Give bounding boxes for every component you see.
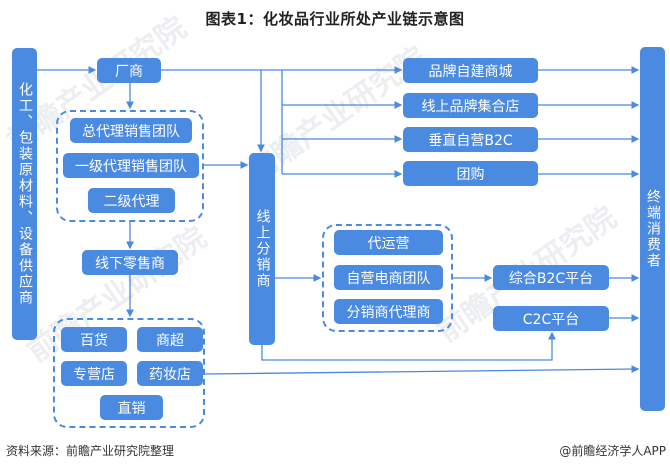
- node-general-agent: 总代理销售团队: [70, 118, 192, 143]
- group-ecommerce: [322, 224, 453, 332]
- credit-note: @前瞻经济学人APP: [559, 444, 666, 458]
- group-agents: [56, 110, 204, 222]
- node-consumer-label: 终端消费者: [645, 189, 661, 269]
- node-supermarket: 商超: [137, 327, 203, 352]
- group-offline-channels: [53, 318, 205, 428]
- node-brand-mall: 品牌自建商城: [403, 58, 538, 83]
- node-online-distributor: 线上分销商: [249, 153, 275, 345]
- node-vertical-b2c: 垂直自营B2C: [403, 127, 538, 152]
- node-self-ecommerce-team: 自营电商团队: [334, 265, 443, 290]
- arrow-offline-consumer: [204, 365, 640, 375]
- arrow-distributor-c2c: [261, 331, 556, 361]
- node-supplier: 化工、包装原材料、设备供应商: [12, 48, 37, 340]
- node-online-distributor-label: 线上分销商: [254, 209, 271, 289]
- node-brand-collection-store: 线上品牌集合店: [403, 93, 538, 118]
- node-manufacturer: 厂商: [97, 58, 161, 83]
- node-department-store: 百货: [61, 327, 127, 352]
- node-distributor-agent: 分销商代理商: [334, 299, 443, 324]
- node-drugstore: 药妆店: [137, 361, 203, 386]
- node-second-level-agent: 二级代理: [88, 188, 175, 213]
- node-b2c-platform: 综合B2C平台: [493, 265, 609, 290]
- node-tp-operation: 代运营: [334, 230, 443, 255]
- source-note: 资料来源：前瞻产业研究院整理: [6, 444, 175, 458]
- node-offline-retailer: 线下零售商: [82, 250, 178, 275]
- chart-title: 图表1：化妆品行业所处产业链示意图: [205, 10, 465, 28]
- node-consumer: 终端消费者: [640, 47, 665, 411]
- node-c2c-platform: C2C平台: [493, 306, 609, 331]
- node-specialty-store: 专营店: [61, 361, 127, 386]
- node-supplier-label: 化工、包装原材料、设备供应商: [17, 82, 33, 306]
- node-direct-sales: 直销: [100, 395, 163, 420]
- node-first-level-agent: 一级代理销售团队: [63, 153, 199, 178]
- node-group-buy: 团购: [403, 161, 538, 186]
